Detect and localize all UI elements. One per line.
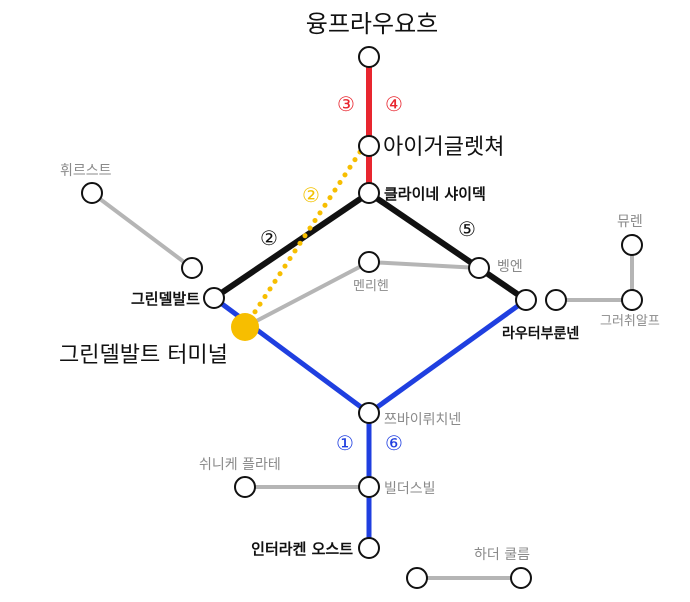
label-muerren: 뮤렌 <box>617 214 643 230</box>
station-bort[interactable] <box>181 257 203 279</box>
route-1-marker: ① <box>336 431 354 455</box>
gondola-line <box>244 260 370 329</box>
yellow-cable-line <box>242 149 363 330</box>
first-line <box>90 191 194 270</box>
station-kleine-scheidegg[interactable] <box>358 182 380 204</box>
black-line <box>212 190 528 303</box>
route-markers: ③ ④ ② ② ⑤ ① ⑥ <box>260 92 476 455</box>
label-lauterbrunnen: 라우터부룬넨 <box>502 325 579 342</box>
label-first: 휘르스트 <box>60 163 112 179</box>
maennlichen-wengen-line <box>368 260 480 270</box>
station-jungfraujoch[interactable] <box>358 46 380 68</box>
station-wengen[interactable] <box>468 257 490 279</box>
label-interlaken-ost: 인터라켄 오스트 <box>251 540 353 558</box>
station-eigergletscher[interactable] <box>358 135 380 157</box>
station-wilderswil[interactable] <box>358 476 380 498</box>
label-jungfraujoch: 융프라우요흐 <box>306 10 438 38</box>
station-schynige-platte[interactable] <box>234 476 256 498</box>
label-gruetschalp: 그러취알프 <box>600 314 660 329</box>
station-interlaken-ost[interactable] <box>358 537 380 559</box>
station-grindelwald[interactable] <box>203 287 225 309</box>
label-zweiluetschinen: 쯔바이뤼치넨 <box>384 412 461 428</box>
route-6-marker: ⑥ <box>385 431 403 455</box>
station-first[interactable] <box>81 182 103 204</box>
station-muerren[interactable] <box>621 234 643 256</box>
label-grindelwald: 그린델발트 <box>131 290 200 308</box>
blue-segment-lauterbrunnen <box>367 297 528 416</box>
station-markers <box>81 46 643 589</box>
route-4-marker: ④ <box>385 92 403 116</box>
station-labels: 융프라우요흐 아이거글렛쳐 클라이네 샤이덱 휘르스트 멘리헨 벵엔 그린델발트… <box>59 10 660 563</box>
route-2-black-marker: ② <box>260 226 278 250</box>
label-wilderswil: 빌더스빌 <box>384 481 436 497</box>
label-maennlichen: 멘리헨 <box>353 279 389 294</box>
station-lauterbrunnen-lift[interactable] <box>545 289 567 311</box>
station-maennlichen[interactable] <box>358 251 380 273</box>
black-segment-grindelwald <box>212 190 371 301</box>
gray-lines <box>90 191 634 580</box>
route-3-marker: ③ <box>337 92 355 116</box>
label-eigergletscher: 아이거글렛쳐 <box>383 135 504 160</box>
label-kleine-scheidegg: 클라이네 샤이덱 <box>384 185 486 203</box>
route-2-yellow-marker: ② <box>302 183 320 207</box>
station-gruetschalp[interactable] <box>621 289 643 311</box>
black-segment-lauterbrunnen <box>367 190 528 303</box>
label-wengen: 벵엔 <box>497 259 523 275</box>
station-lauterbrunnen[interactable] <box>515 289 537 311</box>
station-harder-kulm-base[interactable] <box>406 567 428 589</box>
station-harder-kulm[interactable] <box>510 567 532 589</box>
station-zweiluetschinen[interactable] <box>358 402 380 424</box>
station-grindelwald-terminal[interactable] <box>231 313 259 341</box>
blue-segment-grindelwald <box>212 295 371 416</box>
label-grindelwald-terminal: 그린델발트 터미널 <box>59 343 228 368</box>
route-5-marker: ⑤ <box>458 217 476 241</box>
label-schynige-platte: 쉬니케 플라테 <box>199 457 281 473</box>
label-harder-kulm: 하더 쿨름 <box>474 547 530 563</box>
